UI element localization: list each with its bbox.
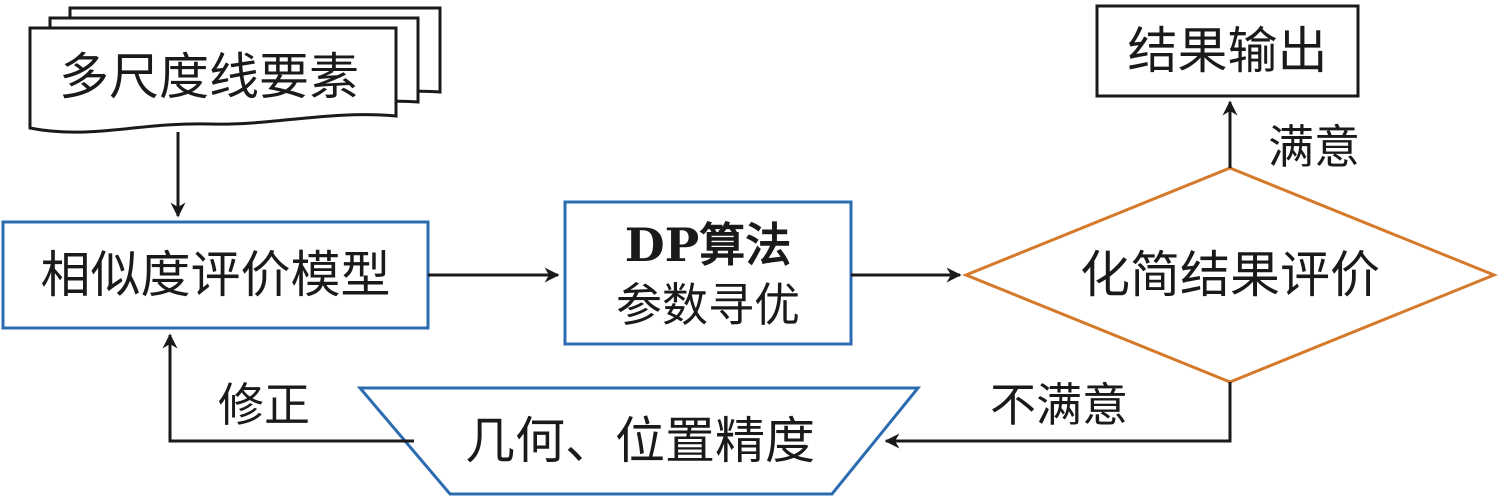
accuracy-trapezoid [356, 386, 922, 496]
input-document-label: 多尺度线要素 [59, 48, 359, 106]
dp-algorithm-label-line2: 参数寻优 [616, 278, 800, 332]
dp-algorithm-label-line1: DP算法 [624, 218, 792, 272]
output-box [1095, 4, 1360, 98]
similarity-model-label: 相似度评价模型 [40, 246, 391, 304]
arrow-evaluation-to-accuracy [884, 382, 1232, 449]
arrow-accuracy-to-model [162, 333, 414, 443]
edge-label-not-satisfied: 不满意 [990, 378, 1128, 432]
evaluation-label: 化简结果评价 [1080, 246, 1380, 304]
accuracy-label: 几何、位置精度 [465, 412, 815, 470]
input-document-stack [28, 6, 442, 134]
dp-algorithm-box [563, 200, 853, 346]
similarity-model-box [1, 220, 430, 330]
output-label: 结果输出 [1127, 22, 1328, 80]
document-layer-front [28, 26, 398, 134]
edge-label-satisfied: 满意 [1268, 120, 1360, 174]
edge-label-correction: 修正 [218, 378, 310, 432]
